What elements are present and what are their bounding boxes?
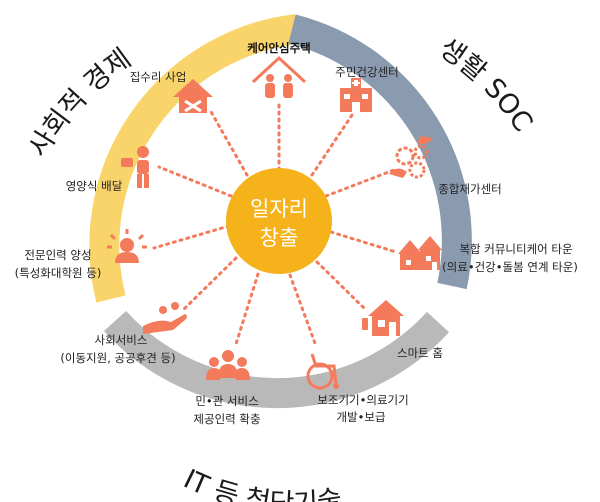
spoke-care-center [324, 168, 396, 198]
smart-home-icon [362, 300, 404, 336]
wheelchair-icon [306, 353, 339, 390]
center-title-line2: 창출 [260, 226, 299, 250]
label-smart-home: 스마트 홈 [397, 346, 443, 360]
label-social-service-1: 사회서비스 [95, 333, 148, 347]
center-title-line1: 일자리 [250, 197, 308, 221]
label-care-center: 종합재가센터 [438, 182, 501, 196]
health-center-building-icon [340, 78, 372, 112]
life-soc-arc [288, 14, 472, 290]
spoke-meal [157, 165, 233, 198]
spoke-training [152, 224, 231, 250]
town-houses-icon [398, 236, 442, 270]
expert-person-icon [107, 229, 147, 263]
label-social-service-2: (이동지원, 공공후견 등) [60, 351, 175, 365]
label-public-1: 민•관 서비스 [195, 394, 258, 408]
center-circle [226, 168, 332, 274]
label-public-2: 제공인력 확충 [193, 412, 260, 426]
label-assistive-1: 보조기기•의료기기 [317, 393, 408, 407]
spokes [152, 102, 398, 348]
family-house-icon [251, 55, 307, 98]
hand-care-icon [143, 302, 187, 334]
label-meal-delivery: 영양식 배달 [66, 179, 123, 193]
spoke-assistive [288, 273, 318, 348]
label-house-repair: 집수리 사업 [130, 70, 187, 84]
label-training-2: (특성화대학원 등) [15, 266, 102, 280]
it-tech-arc-label: IT 등 첨단기술 [179, 464, 344, 502]
spoke-public [234, 272, 260, 346]
it-tech-arc [103, 310, 450, 409]
spoke-repair [208, 108, 249, 177]
life-soc-arc-label: 생활 SOC [433, 33, 538, 138]
label-health-center: 주민건강센터 [335, 65, 398, 79]
label-care-town-1: 복합 커뮤니티케어 타운 [459, 242, 572, 256]
spoke-health-center [310, 113, 354, 177]
label-care-town-2: (의료•건강•돌봄 연계 타운) [442, 260, 578, 274]
spoke-social-service [181, 256, 238, 312]
delivery-person-icon [121, 146, 149, 188]
spoke-care-town [329, 230, 398, 254]
house-repair-icon [173, 79, 213, 113]
gears-hands-icon [389, 136, 433, 179]
spoke-smart-home [315, 260, 368, 312]
people-group-icon [206, 350, 250, 380]
social-economy-arc [89, 14, 299, 303]
label-training-1: 전문인력 양성 [24, 248, 91, 262]
label-assistive-2: 개발•보급 [336, 410, 385, 424]
label-care-housing: 케어안심주택 [247, 41, 310, 55]
